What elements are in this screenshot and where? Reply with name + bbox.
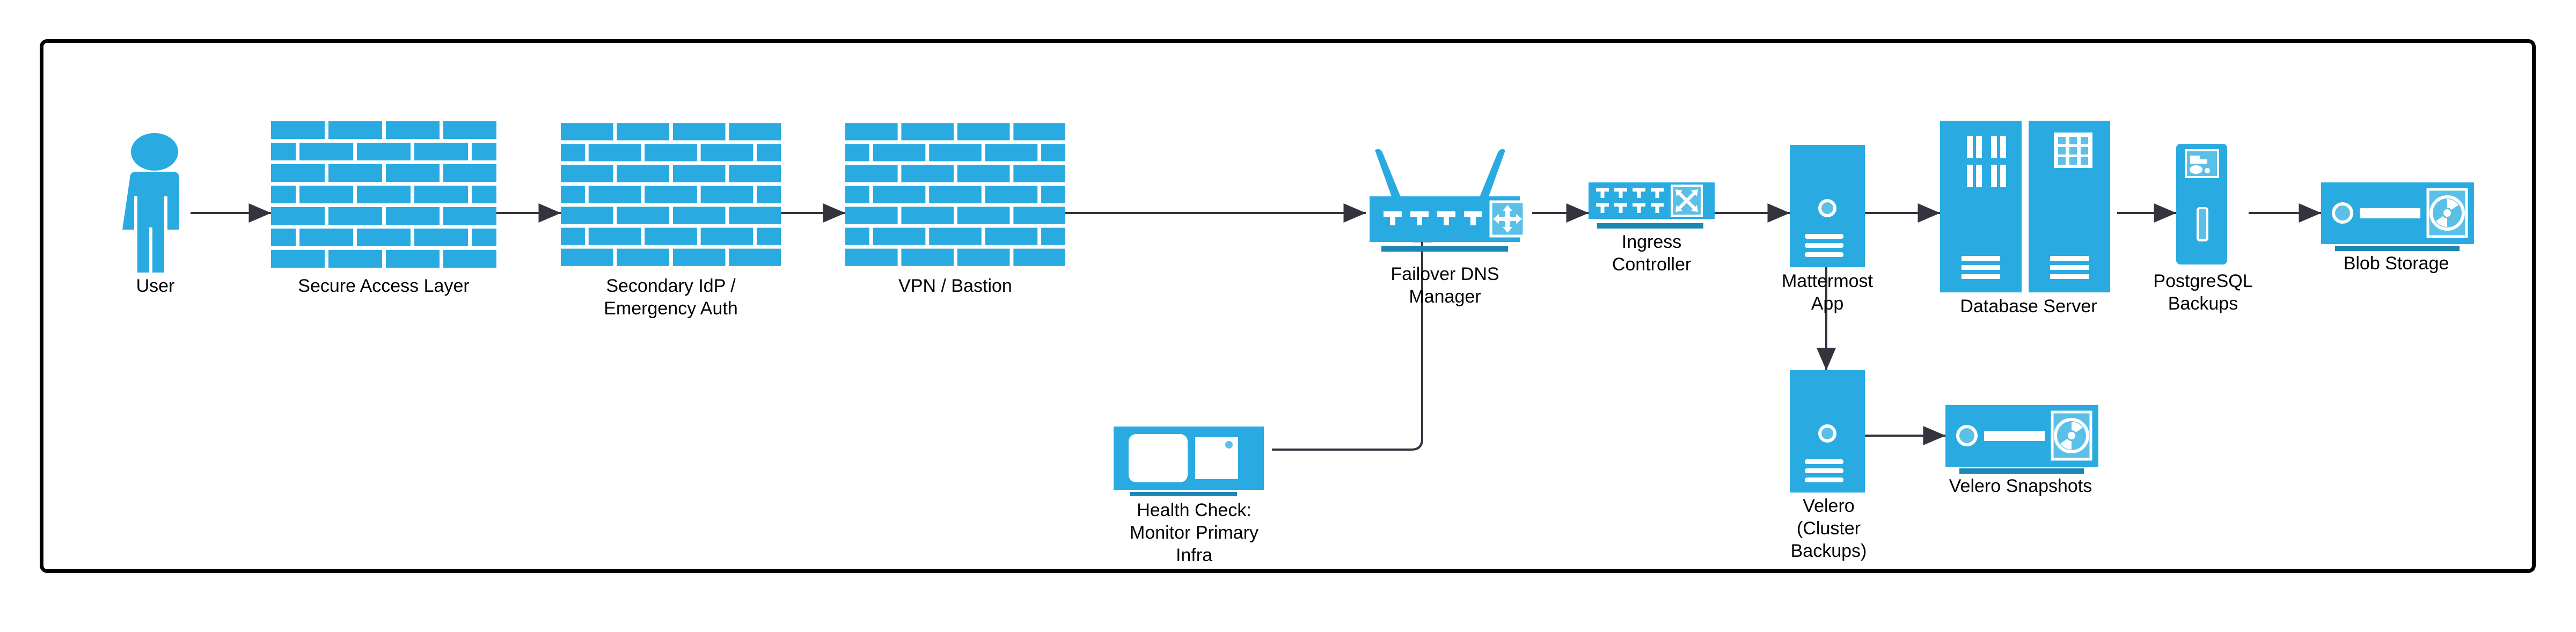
firewall-brick-wall-icon [845,123,1065,266]
label-failover-dns-manager: Failover DNS Manager [1391,264,1499,307]
node-postgresql-backups[interactable] [2176,144,2227,264]
label-secondary-idp: Secondary IdP / Emergency Auth [604,276,738,319]
server-tower-icon [1790,370,1865,493]
label-velero-snapshots: Velero Snapshots [1949,476,2092,496]
monitor-workstation-icon [1114,427,1264,496]
actor-person-icon [122,133,179,273]
storage-array-icon [2321,182,2474,251]
backup-tower-icon [2176,144,2227,264]
node-mattermost-app[interactable] [1790,145,1865,267]
label-blob-storage: Blob Storage [2343,253,2449,274]
database-rack-icon [1940,121,2110,292]
firewall-brick-wall-icon [271,121,496,268]
server-tower-icon [1790,145,1865,267]
label-postgresql-backups: PostgreSQL Backups [2153,271,2253,314]
node-failover-dns-manager[interactable] [1358,145,1532,260]
label-health-check: Health Check: Monitor Primary Infra [1130,500,1258,565]
node-user[interactable] [119,133,191,273]
wireless-router-icon [1370,149,1526,252]
node-secure-access-layer[interactable] [271,121,496,269]
firewall-brick-wall-icon [561,123,781,266]
label-database-server: Database Server [1960,296,2097,317]
network-switch-icon [1589,182,1715,229]
node-velero[interactable] [1790,370,1865,493]
label-ingress-controller: Ingress Controller [1612,232,1692,275]
diagram-border-frame [40,39,2536,573]
label-user: User [136,276,175,296]
label-secure-access-layer: Secure Access Layer [298,276,470,296]
node-database-server[interactable] [1940,121,2117,292]
node-health-check[interactable] [1114,427,1272,498]
node-secondary-idp[interactable] [561,121,781,269]
label-mattermost-app: Mattermost App [1781,271,1874,314]
node-vpn-bastion[interactable] [845,121,1065,269]
label-vpn-bastion: VPN / Bastion [898,276,1012,296]
node-blob-storage[interactable] [2321,182,2474,251]
label-velero: Velero (Cluster Backups) [1790,496,1867,561]
node-velero-snapshots[interactable] [1945,405,2098,474]
storage-array-icon [1945,405,2098,474]
node-ingress-controller[interactable] [1589,182,1715,247]
